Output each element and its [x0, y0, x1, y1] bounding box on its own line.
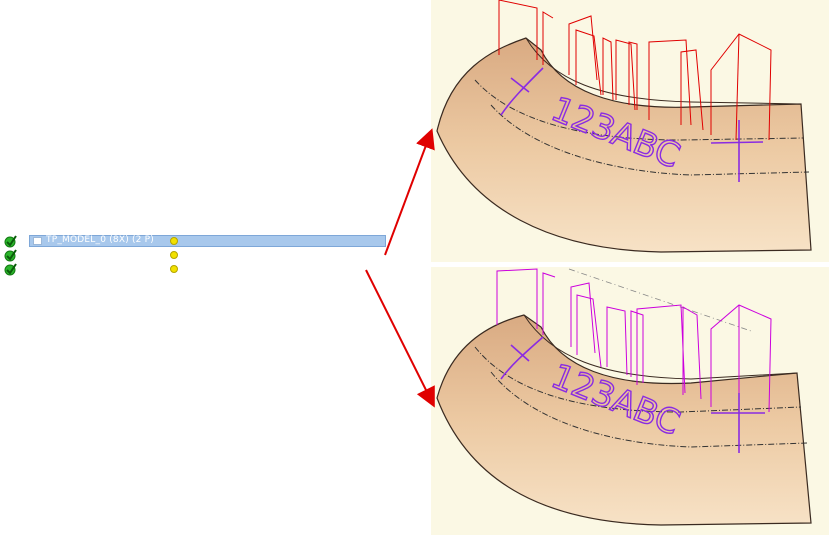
toolpath-tree: TP_MODEL_0 (8X) (2 P) [0, 228, 400, 288]
arrow-to-top-view-icon [384, 128, 435, 256]
status-dot-icon [170, 237, 178, 245]
selected-toolpath-item[interactable]: TP_MODEL_0 (8X) (2 P) [29, 235, 386, 247]
surface-face [436, 314, 812, 526]
part-render-bottom: 123ABC [436, 268, 812, 526]
surface-face [436, 37, 812, 253]
toolpath-label: TP_MODEL_0 (8X) (2 P) [46, 235, 155, 245]
arrow-to-bottom-view-icon [365, 269, 435, 408]
toolpath-lines [496, 268, 772, 413]
viewport-bottom[interactable]: 123ABC [431, 267, 829, 535]
part-render-top: 123ABC [436, 0, 812, 253]
status-dot-icon [170, 265, 178, 273]
tree-row[interactable]: TP_MODEL_0 (8X) (2 P) [0, 234, 400, 248]
status-dot-icon [170, 251, 178, 259]
toolpath-icon [33, 237, 42, 245]
tree-row[interactable] [0, 248, 400, 262]
viewport-top[interactable]: 123ABC [431, 0, 829, 262]
check-icon [4, 249, 17, 262]
check-icon [4, 235, 17, 248]
check-icon [4, 263, 17, 276]
toolpath-lines [498, 0, 772, 141]
tree-row[interactable] [0, 262, 400, 276]
